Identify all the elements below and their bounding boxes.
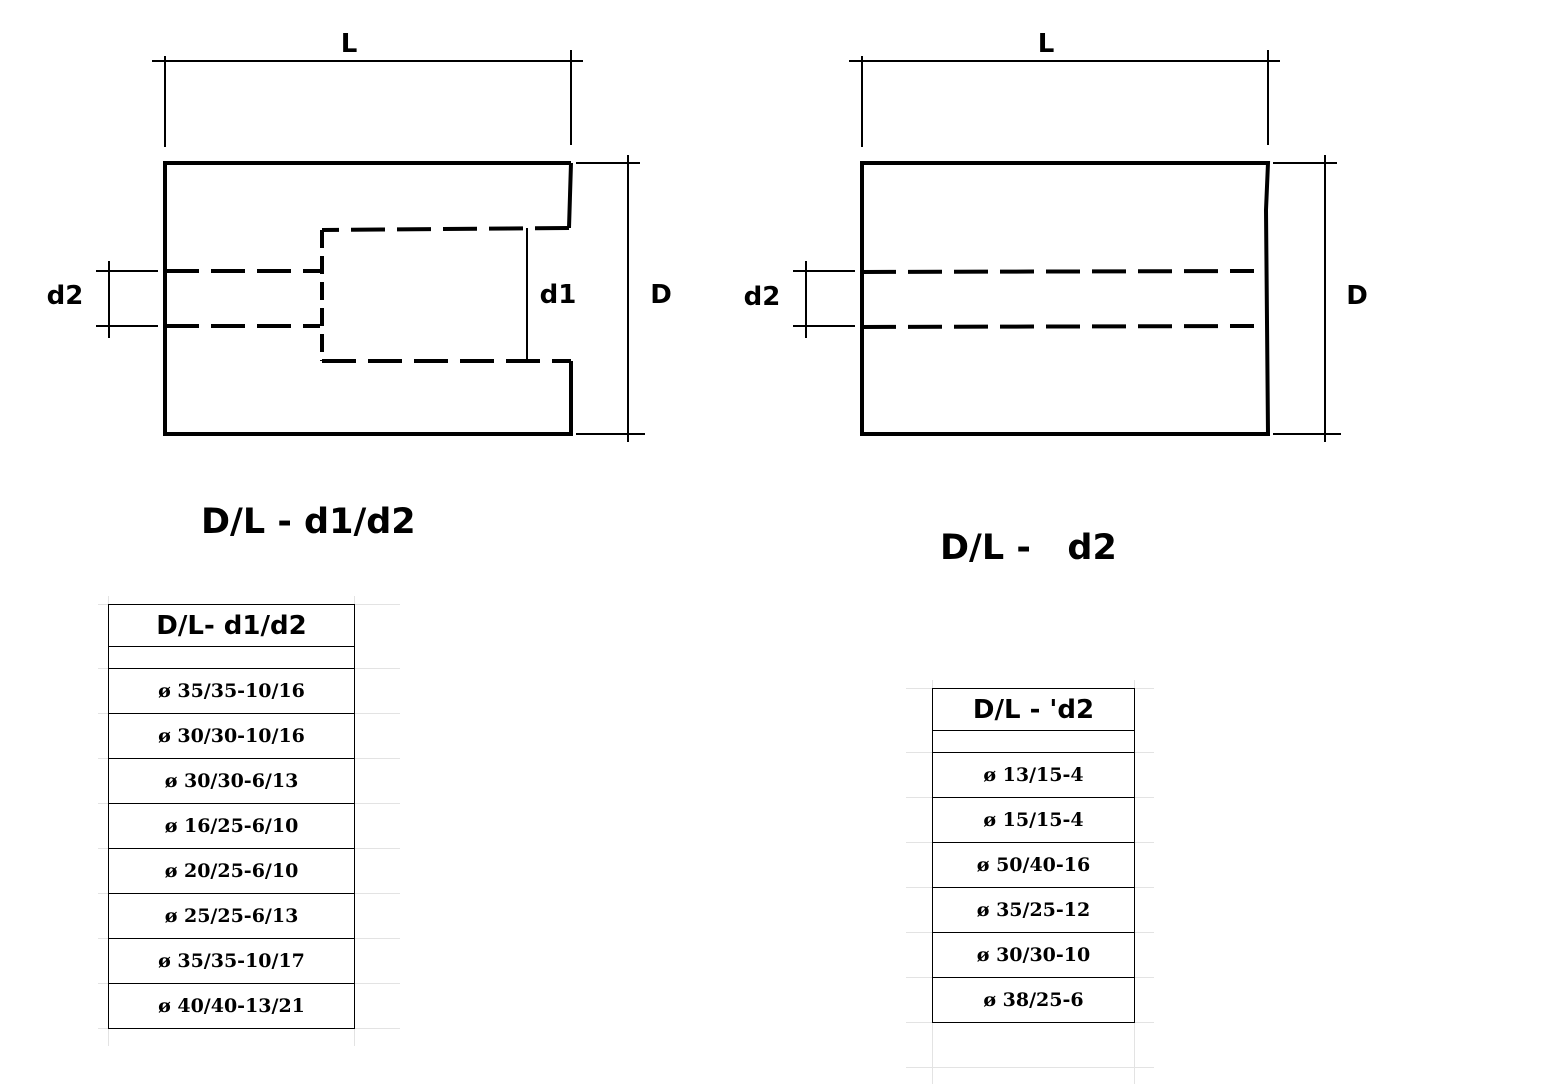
table-row: ø 35/35-10/17 bbox=[108, 938, 355, 984]
left-hole-dashed bbox=[165, 269, 320, 328]
table-empty-row bbox=[932, 730, 1135, 753]
right-L-dimension bbox=[849, 50, 1280, 147]
left-length-label: L bbox=[341, 29, 358, 59]
table-row: ø 38/25-6 bbox=[932, 977, 1135, 1023]
right-length-label: L bbox=[1038, 29, 1055, 59]
left-D-dimension bbox=[576, 155, 645, 442]
left-d2-dimension bbox=[96, 261, 158, 338]
left-body-outline bbox=[163, 161, 573, 436]
table-row: ø 13/15-4 bbox=[932, 752, 1135, 798]
right-outer-diameter-label: D bbox=[1346, 281, 1368, 311]
table-header: D/L - 'd2 bbox=[932, 688, 1135, 731]
table-row: ø 15/15-4 bbox=[932, 797, 1135, 843]
right-hole-label: d2 bbox=[744, 282, 781, 312]
left-hole-label: d2 bbox=[47, 281, 84, 311]
table-row: ø 20/25-6/10 bbox=[108, 848, 355, 894]
table-row: ø 30/30-10/16 bbox=[108, 713, 355, 759]
table-empty-row bbox=[108, 646, 355, 669]
table-row: ø 30/30-10 bbox=[932, 932, 1135, 978]
right-D-dimension bbox=[1273, 155, 1341, 442]
right-formula: D/L - d2 bbox=[940, 528, 1117, 568]
right-drawing bbox=[793, 50, 1341, 442]
table-header: D/L- d1/d2 bbox=[108, 604, 355, 647]
table-row: ø 25/25-6/13 bbox=[108, 893, 355, 939]
table-row: ø 40/40-13/21 bbox=[108, 983, 355, 1029]
right-hole-dashed bbox=[861, 269, 1255, 329]
left-bore-dashed bbox=[321, 226, 571, 363]
right-dimensions-table: D/L - 'd2 ø 13/15-4 ø 15/15-4 ø 50/40-16… bbox=[932, 688, 1135, 1023]
right-body-outline bbox=[860, 161, 1271, 436]
table-row: ø 35/25-12 bbox=[932, 887, 1135, 933]
table-row: ø 50/40-16 bbox=[932, 842, 1135, 888]
table-row: ø 30/30-6/13 bbox=[108, 758, 355, 804]
left-L-dimension bbox=[152, 50, 583, 147]
left-bore-label: d1 bbox=[540, 280, 577, 310]
left-dimensions-table: D/L- d1/d2 ø 35/35-10/16 ø 30/30-10/16 ø… bbox=[108, 604, 355, 1029]
left-drawing bbox=[96, 50, 645, 442]
right-d2-dimension bbox=[793, 261, 855, 338]
table-row: ø 16/25-6/10 bbox=[108, 803, 355, 849]
table-row: ø 35/35-10/16 bbox=[108, 668, 355, 714]
left-outer-diameter-label: D bbox=[650, 280, 672, 310]
left-formula: D/L - d1/d2 bbox=[201, 502, 416, 542]
